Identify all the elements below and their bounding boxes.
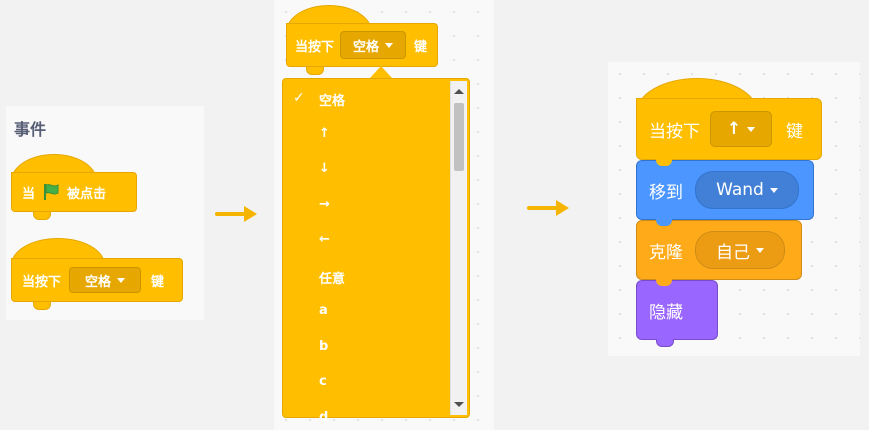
when-key-suffix: 键 (151, 274, 165, 290)
chevron-down-icon (747, 126, 756, 132)
go-to-target-value: Wand (716, 180, 764, 200)
menu-item-label: 空格 (319, 94, 346, 109)
menu-item[interactable]: c (283, 373, 448, 393)
menu-item[interactable]: d (283, 409, 448, 429)
chevron-down-icon (117, 277, 126, 283)
menu-item-label: → (319, 196, 330, 212)
key-dropdown-menu: ✓ 空格 ↑ ↓ → ← 任意 a b c d (282, 78, 470, 425)
key-dropdown[interactable]: 空格 (69, 267, 142, 293)
menu-item[interactable]: → (283, 196, 448, 216)
when-key-prefix: 当按下 (649, 121, 700, 142)
when-flag-suffix: 被点击 (67, 186, 107, 202)
menu-item-label: c (319, 374, 327, 389)
menu-item-label: ↓ (319, 161, 330, 176)
flow-arrow-icon (215, 206, 257, 222)
menu-item-label: b (319, 338, 329, 354)
menu-item-label: 任意 (319, 271, 346, 287)
chevron-down-icon (769, 187, 778, 193)
when-key-prefix: 当按下 (295, 39, 335, 55)
menu-item[interactable]: ← (283, 231, 448, 251)
menu-pointer (370, 66, 392, 78)
scroll-thumb[interactable] (454, 103, 464, 171)
menu-item[interactable]: ✓ 空格 (283, 89, 448, 109)
key-dropdown-value: 空格 (353, 39, 380, 55)
clone-target-dropdown[interactable]: 自己 (695, 231, 785, 269)
menu-item[interactable]: ↑ (283, 125, 448, 145)
flow-arrow-icon (527, 200, 569, 216)
create-clone-label: 克隆 (649, 242, 683, 263)
key-dropdown[interactable]: 空格 (340, 31, 407, 59)
when-key-pressed-block-open[interactable]: 当按下 空格 键 (286, 5, 446, 75)
menu-item-label: ← (319, 232, 330, 247)
menu-item[interactable]: 任意 (283, 267, 448, 287)
hide-block[interactable]: 隐藏 (636, 279, 720, 354)
menu-item[interactable]: b (283, 338, 448, 358)
menu-item-label: ↑ (319, 125, 330, 141)
menu-item-label: d (319, 409, 329, 425)
events-palette: 事件 当 被点击 当按下 空格 键 (6, 106, 204, 320)
go-to-label: 移到 (649, 182, 683, 203)
create-clone-block[interactable]: 克隆 自己 (636, 219, 804, 282)
scroll-down-icon[interactable] (454, 402, 464, 407)
check-icon: ✓ (293, 90, 305, 106)
menu-item[interactable]: a (283, 302, 448, 322)
when-key-pressed-block[interactable]: 当按下 空格 键 (11, 238, 191, 314)
key-dropdown-value: ↑ (726, 119, 742, 139)
when-key-suffix: 键 (786, 121, 803, 142)
green-flag-icon (41, 182, 61, 202)
chevron-down-icon (756, 247, 764, 253)
when-flag-clicked-block[interactable]: 当 被点击 (11, 154, 139, 224)
hide-label: 隐藏 (649, 302, 683, 323)
scroll-up-icon[interactable] (454, 89, 464, 94)
chevron-down-icon (385, 42, 394, 48)
when-key-suffix: 键 (414, 39, 428, 55)
key-dropdown[interactable]: ↑ (710, 111, 772, 147)
go-to-block[interactable]: 移到 Wand (636, 159, 814, 222)
go-to-target-dropdown[interactable]: Wand (695, 171, 799, 209)
clone-target-value: 自己 (716, 242, 750, 263)
menu-scrollbar[interactable] (450, 81, 467, 415)
when-flag-prefix: 当 (22, 186, 36, 202)
when-key-pressed-script-block[interactable]: 当按下 ↑ 键 (636, 78, 826, 168)
menu-item[interactable]: ↓ (283, 160, 448, 180)
category-title: 事件 (14, 120, 47, 139)
menu-item-label: a (319, 303, 328, 318)
when-key-prefix: 当按下 (22, 274, 62, 290)
key-dropdown-value: 空格 (85, 274, 112, 290)
